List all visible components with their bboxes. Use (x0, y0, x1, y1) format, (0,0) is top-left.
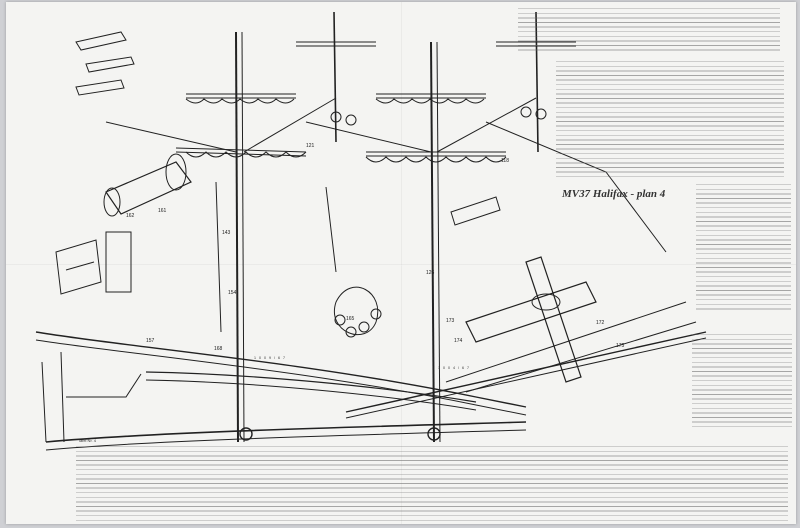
plan-sheet: 157 143 154 168 126 161 162 165 172 175 … (6, 2, 796, 524)
fold-line-vertical (401, 2, 403, 524)
svg-text:168: 168 (214, 346, 223, 352)
instructions-block-top (518, 6, 780, 52)
table-label: Tafel Nr. 4 (78, 438, 97, 443)
parts-legend-bottom (692, 332, 792, 427)
svg-text:174: 174 (454, 338, 463, 344)
deck-stamp-right: 1 0 0 4 / 6 7 (438, 366, 470, 370)
part-label: 157 (146, 338, 155, 344)
svg-text:165: 165 (346, 316, 355, 322)
svg-text:118: 118 (501, 158, 509, 164)
svg-text:173: 173 (446, 318, 455, 324)
svg-text:121: 121 (306, 143, 315, 149)
instructions-block-bottom (76, 444, 788, 522)
svg-text:126: 126 (426, 270, 435, 276)
svg-text:161: 161 (158, 208, 167, 214)
svg-text:162: 162 (126, 213, 135, 219)
svg-text:175: 175 (616, 343, 625, 349)
svg-text:172: 172 (596, 320, 605, 326)
ship-rigging-drawing: 157 143 154 168 126 161 162 165 172 175 … (35, 11, 707, 451)
svg-text:143: 143 (222, 230, 231, 236)
fold-line-horizontal (6, 264, 796, 266)
plan-title: MV37 Halifax - plan 4 (562, 188, 666, 200)
svg-text:154: 154 (228, 290, 237, 296)
deck-stamp-left: 1 0 0 9 / 6 7 (254, 356, 286, 360)
parts-legend-top (696, 182, 791, 310)
instructions-block-middle (556, 59, 784, 177)
